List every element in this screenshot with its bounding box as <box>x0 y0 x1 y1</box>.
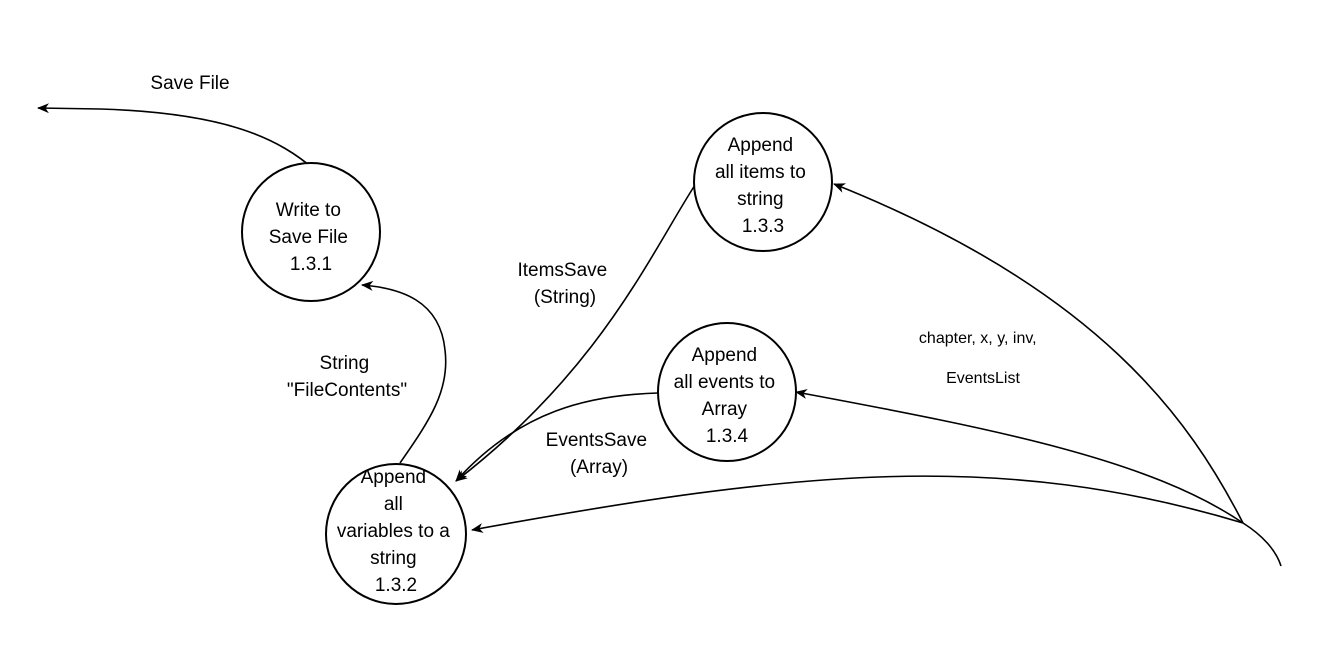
node-append-events-line-3: Array <box>702 399 748 420</box>
flow-file-contents-label-line-2: "FileContents" <box>287 380 407 401</box>
node-append-events-line-2: all events to <box>674 372 775 393</box>
node-append-items-line-3: string <box>737 189 783 210</box>
flow-save-file-arrow <box>37 103 316 171</box>
node-write-save-file-line-1: Write to <box>276 200 341 221</box>
node-write-save-file-line-3: 1.3.1 <box>290 254 332 275</box>
node-append-events-circle <box>657 322 797 462</box>
node-append-events-line-4: 1.3.4 <box>706 426 749 447</box>
flow-events-save-label-line-1: EventsSave <box>546 430 647 451</box>
flow-items-save-label-line-1: ItemsSave <box>517 260 607 281</box>
flow-file-contents-arrow <box>361 280 447 464</box>
flow-inputs-label-line-2: EventsList <box>946 370 1020 387</box>
flow-input-to-events-arrow <box>795 389 1244 524</box>
node-append-items-circle <box>693 112 833 252</box>
node-write-save-file-line-2: Save File <box>269 227 348 248</box>
node-append-variables-line-2: all <box>384 494 403 515</box>
flow-input-to-variables-arrow <box>471 475 1244 533</box>
svg-text:Write to Save File: Write to Save File 1.3.1 <box>269 200 353 275</box>
node-append-variables-line-3: variables to a <box>337 521 450 542</box>
svg-text:String "FileContents": String "FileContents" <box>287 353 407 401</box>
svg-text:Append all variabl: Append all variables to a string 1.3.2 <box>337 467 455 596</box>
node-append-items: Append all items to string 1.3.3 <box>693 112 833 252</box>
node-append-items-line-2: all items to <box>715 162 806 183</box>
node-append-variables-circle <box>325 463 467 605</box>
flow-inputs-label-line-1: chapter, x, y, inv, <box>919 330 1037 347</box>
svg-text:Append all events to: Append all events to Array 1.3.4 <box>674 345 781 447</box>
flow-input-to-items-arrow <box>833 183 1244 524</box>
node-append-items-line-4: 1.3.3 <box>742 216 784 237</box>
node-write-save-file: Write to Save File 1.3.1 <box>241 162 381 302</box>
node-write-save-file-circle <box>241 162 381 302</box>
flow-input-source-curve <box>1242 522 1282 567</box>
svg-text:Append all items to: Append all items to string 1.3.3 <box>715 135 811 237</box>
node-append-variables-line-1: Append <box>361 467 427 488</box>
svg-text:EventsSave (Array): EventsSave (Array) <box>546 430 653 478</box>
flow-save-file-label: Save File <box>150 73 229 94</box>
node-append-items-line-1: Append <box>728 135 794 156</box>
flow-events-save-arrow <box>455 392 659 482</box>
flow-items-save-label-line-2: (String) <box>534 287 596 308</box>
node-append-events: Append all events to Array 1.3.4 <box>657 322 797 462</box>
node-append-variables-line-5: 1.3.2 <box>375 575 417 596</box>
flow-items-save-arrow <box>455 184 696 482</box>
svg-text:chapter, x, y, inv, Events: chapter, x, y, inv, EventsList <box>919 330 1041 387</box>
flow-events-save-label-line-2: (Array) <box>570 457 628 478</box>
node-append-variables: Append all variables to a string 1.3.2 <box>325 463 467 605</box>
svg-text:ItemsSave (String): ItemsSave (String) <box>517 260 612 308</box>
node-append-events-line-1: Append <box>692 345 758 366</box>
node-append-variables-line-4: string <box>370 548 416 569</box>
flow-file-contents-label-line-1: String <box>320 353 370 374</box>
